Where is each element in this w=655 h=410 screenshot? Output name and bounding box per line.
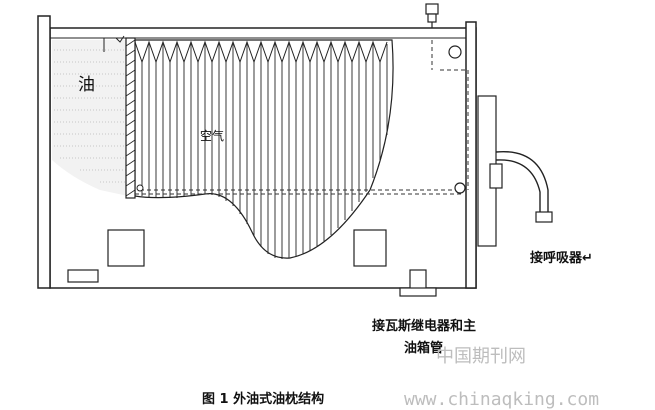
breather-pipe	[495, 150, 549, 212]
partition-plate	[125, 37, 136, 199]
oil-dots	[54, 49, 126, 183]
tank-right-end-wall	[465, 21, 477, 289]
air-label: 空气	[200, 128, 224, 143]
vent-flag	[103, 35, 125, 52]
relay-pipe-label-line2: 油箱管	[404, 340, 443, 356]
bellows-pleats	[141, 44, 388, 259]
bottom-drain	[67, 269, 99, 283]
right-flange	[477, 95, 503, 247]
oil-label: 油	[78, 75, 95, 95]
bellows-outline	[134, 39, 394, 259]
watermark-cn: 中国期刊网	[436, 346, 526, 367]
left-foot	[107, 229, 145, 267]
tank-left-end-wall	[37, 15, 51, 289]
watermark-url: www.chinaqking.com	[404, 389, 599, 410]
figure-caption: 图 1 外油式油枕结构	[202, 391, 324, 407]
relay-pipe-label-line1: 接瓦斯继电器和主	[372, 318, 476, 334]
lower-bellows-port	[454, 182, 466, 194]
top-valve	[425, 3, 439, 28]
partition-pivot	[136, 184, 144, 192]
partition-hatching	[125, 39, 136, 197]
breather-label: 接呼吸器↵	[530, 250, 593, 266]
upper-vent-port	[448, 45, 462, 59]
bellows-folds	[134, 40, 388, 64]
breather-pipe-end	[535, 211, 553, 223]
internal-dashed-pipes	[135, 40, 469, 195]
right-foot	[353, 229, 387, 267]
bottom-relay-outlet	[399, 269, 437, 297]
oil-region	[52, 40, 128, 196]
